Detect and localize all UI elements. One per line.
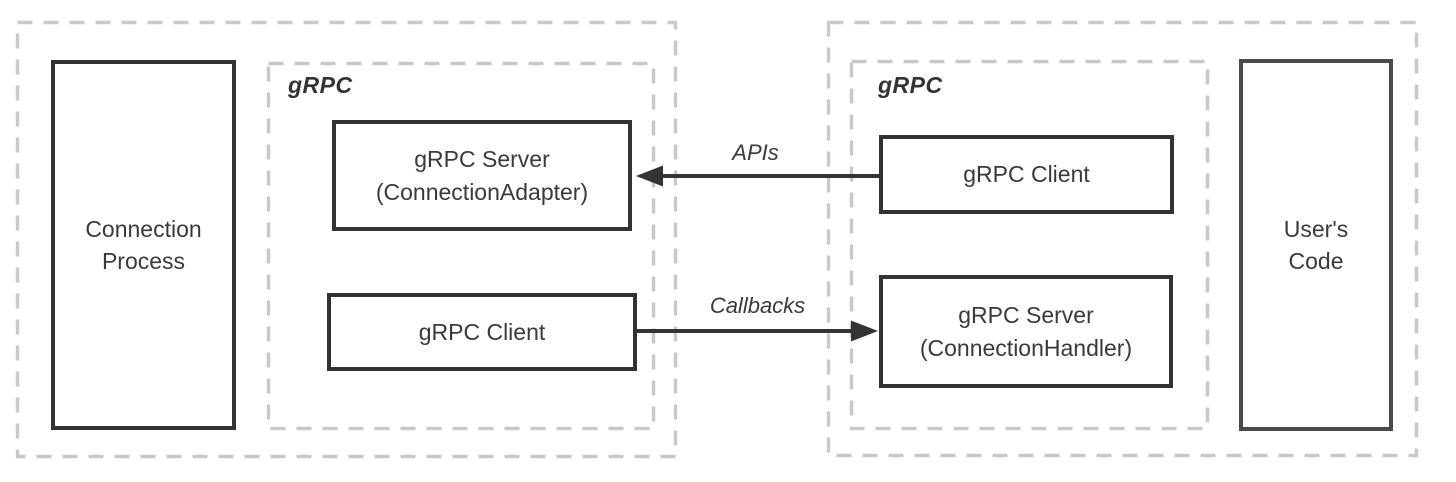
right-process-dashed-container: [826, 20, 1419, 458]
right-grpc-container-label: gRPC: [878, 72, 943, 98]
left-grpc-client-label: gRPC Client: [418, 318, 546, 345]
callbacks-arrow-label: Callbacks: [709, 293, 806, 318]
users-code-box: User's Code: [1239, 59, 1393, 431]
connection-process-box: Connection Process: [51, 60, 236, 430]
left-grpc-client-box: gRPC Client: [327, 293, 637, 371]
right-grpc-client-label: gRPC Client: [963, 161, 1090, 188]
right-grpc-dashed-container: [849, 59, 1210, 431]
grpc-server-connection-adapter-box: gRPC Server (ConnectionAdapter): [332, 120, 632, 231]
grpc-server-connection-handler-box: gRPC Server (ConnectionHandler): [879, 275, 1173, 388]
left-grpc-container-label: gRPC: [288, 72, 353, 98]
grpc-server-connection-handler-label: gRPC Server (ConnectionHandler): [919, 302, 1133, 361]
connection-process-label: Connection Process: [85, 215, 202, 274]
left-grpc-dashed-container: [266, 61, 656, 431]
apis-arrow-label: APIs: [732, 140, 779, 165]
right-grpc-client-box: gRPC Client: [879, 135, 1174, 214]
grpc-server-connection-adapter-label: gRPC Server (ConnectionAdapter): [375, 146, 589, 205]
users-code-label: User's Code: [1283, 215, 1349, 274]
callbacks-arrow: [637, 320, 878, 342]
apis-arrow: [636, 165, 879, 187]
